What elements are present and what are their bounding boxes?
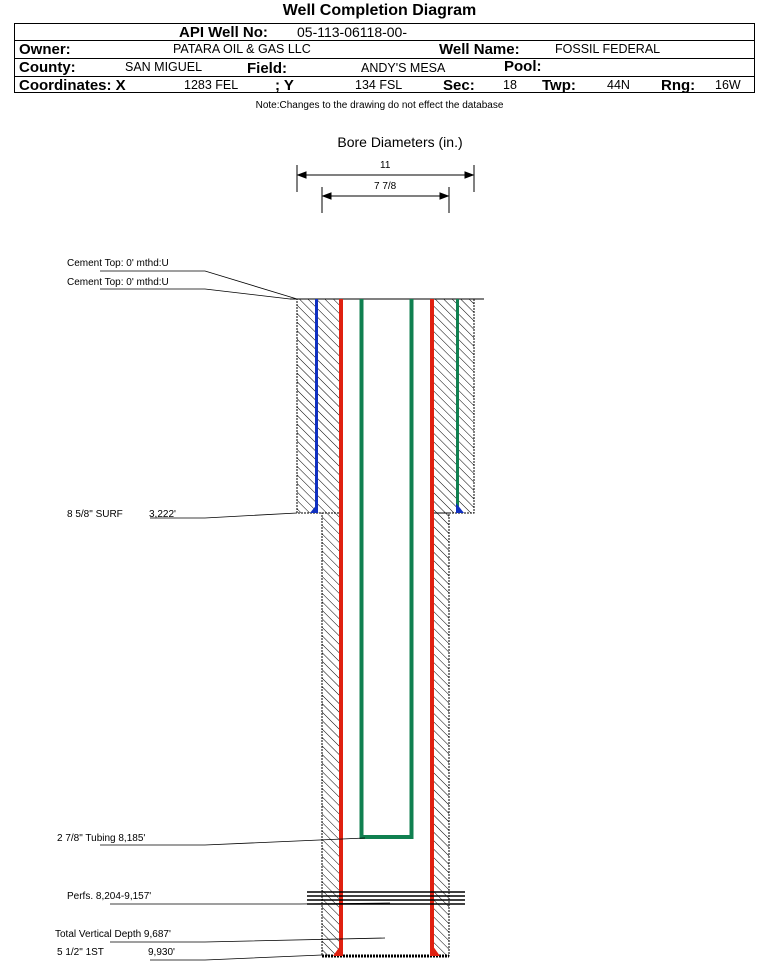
cement-top-label-1: Cement Top: 0' mthd:U <box>67 258 169 269</box>
tvd-label: Total Vertical Depth 9,687' <box>55 929 171 940</box>
diagram-title: Well Completion Diagram <box>282 2 477 19</box>
twp-label: Twp: <box>542 77 576 94</box>
tubing-label: 2 7/8" Tubing 8,185' <box>57 833 146 844</box>
rng-value: 16W <box>715 78 741 92</box>
perfs-label: Perfs. 8,204-9,157' <box>67 891 152 902</box>
coord-y-label: ; Y <box>275 77 294 94</box>
surface-casing-depth: 3,222' <box>149 509 176 520</box>
production-casing <box>333 299 440 956</box>
bore-diameters-title: Bore Diameters (in.) <box>337 134 463 150</box>
api-value: 05-113-06118-00- <box>297 24 408 40</box>
county-value: SAN MIGUEL <box>125 60 203 74</box>
production-casing-label: 5 1/2" 1ST <box>57 947 104 958</box>
api-label: API Well No: <box>179 24 268 41</box>
production-casing-depth: 9,930' <box>148 947 175 958</box>
leader-lines <box>100 270 391 961</box>
surface-cement <box>296 298 475 514</box>
well-header-table: API Well No: 05-113-06118-00- Owner: PAT… <box>14 23 755 94</box>
coord-x-label: Coordinates: X <box>19 77 126 94</box>
surface-casing-label: 8 5/8" SURF <box>67 509 123 520</box>
outer-diameter-value: 11 <box>380 160 391 171</box>
field-label: Field: <box>247 60 287 77</box>
twp-value: 44N <box>607 78 630 92</box>
tubing <box>359 299 414 839</box>
sec-value: 18 <box>503 78 517 92</box>
rng-label: Rng: <box>661 77 696 94</box>
coord-x-value: 1283 FEL <box>184 78 239 92</box>
pool-label: Pool: <box>504 58 542 75</box>
cement-top-label-2: Cement Top: 0' mthd:U <box>67 277 169 288</box>
surface-casing <box>310 299 464 513</box>
note-text: Note:Changes to the drawing do not effec… <box>255 100 504 111</box>
county-label: County: <box>19 59 76 76</box>
coord-y-value: 134 FSL <box>355 78 403 92</box>
sec-label: Sec: <box>443 77 475 94</box>
production-cement <box>321 512 450 958</box>
owner-value: PATARA OIL & GAS LLC <box>173 42 311 56</box>
owner-label: Owner: <box>19 41 71 58</box>
inner-diameter-value: 7 7/8 <box>374 181 397 192</box>
well-name-label: Well Name: <box>439 41 520 58</box>
diameter-dimensions <box>296 165 475 213</box>
well-name-value: FOSSIL FEDERAL <box>555 42 661 56</box>
field-value: ANDY'S MESA <box>361 61 446 75</box>
